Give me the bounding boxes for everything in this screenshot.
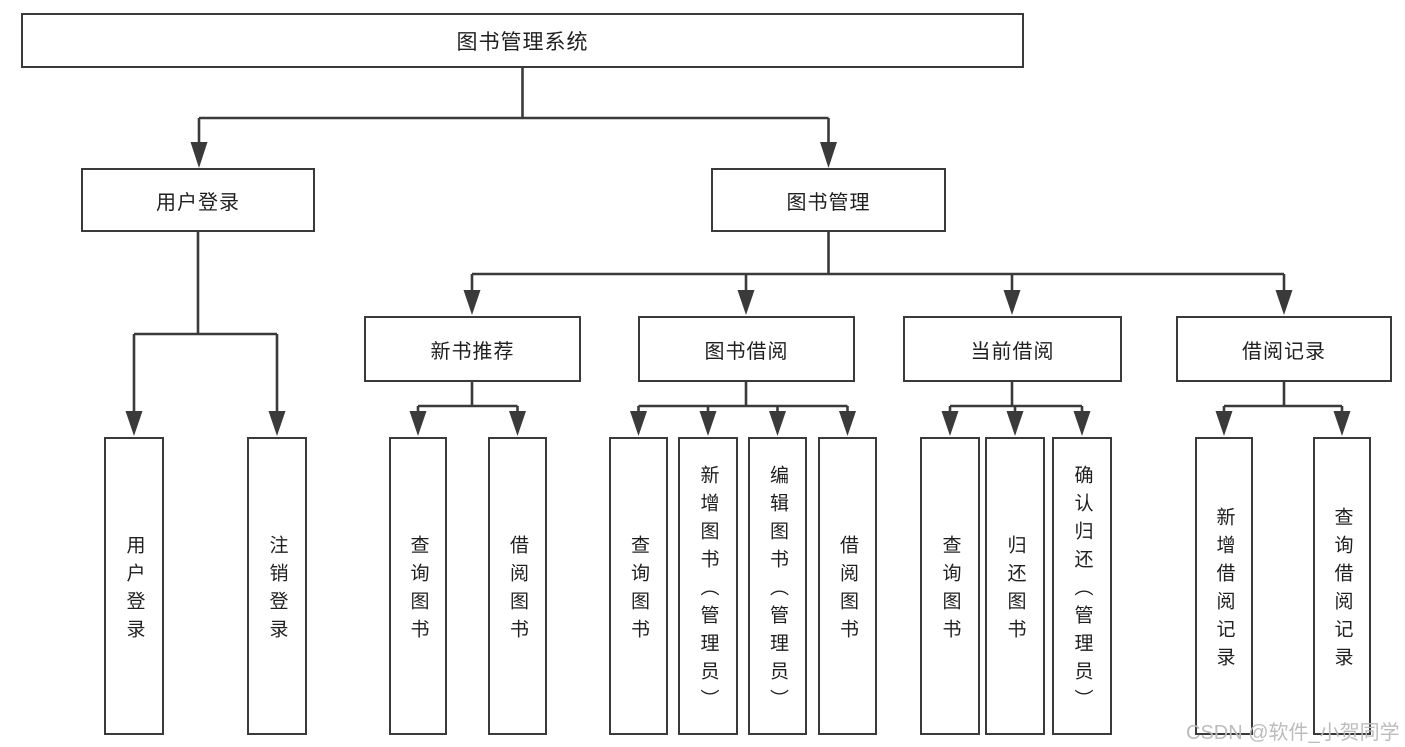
leaf-user-login: 用户登录: [104, 437, 164, 735]
node-label: 编辑图书（管理员）: [767, 464, 788, 717]
node-label: 图书管理系统: [456, 30, 589, 54]
arrowhead: [941, 411, 959, 436]
node-label: 查询图书: [939, 534, 961, 647]
node-label: 确认归还（管理员）: [1071, 464, 1093, 717]
node-borrowing-records: 借阅记录: [1176, 316, 1392, 382]
arrowhead: [268, 411, 286, 436]
node-label: 用户登录: [156, 191, 240, 214]
node-label: 图书管理: [786, 191, 871, 214]
node-book-management: 图书管理: [711, 168, 946, 232]
arrowhead: [1333, 411, 1351, 436]
arrowhead: [409, 411, 427, 436]
leaf-logout: 注销登录: [247, 437, 307, 735]
arrowhead: [1073, 411, 1091, 436]
node-book-borrowing: 图书借阅: [638, 316, 855, 382]
node-current-borrowing: 当前借阅: [903, 316, 1122, 382]
node-label: 图书借阅: [704, 340, 789, 363]
leaf-confirm-return-admin: 确认归还（管理员）: [1052, 437, 1112, 735]
arrowhead: [839, 411, 856, 436]
arrowhead: [190, 142, 208, 168]
node-library-management-system: 图书管理系统: [21, 13, 1024, 68]
arrowhead: [699, 411, 717, 436]
leaf-borrow-books: 借阅图书: [818, 437, 877, 735]
arrowhead: [125, 411, 143, 436]
arrowhead: [1215, 411, 1233, 436]
arrowhead: [1006, 411, 1024, 436]
leaf-add-borrow-record: 新增借阅记录: [1195, 437, 1253, 735]
node-label: 新增借阅记录: [1213, 506, 1235, 675]
node-label: 借阅记录: [1242, 340, 1326, 363]
arrowhead: [820, 142, 837, 168]
leaf-borrow-books: 借阅图书: [488, 437, 547, 735]
node-label: 查询借阅记录: [1331, 506, 1353, 675]
arrowhead: [509, 411, 526, 436]
leaf-query-books: 查询图书: [389, 437, 447, 735]
node-label: 查询图书: [407, 534, 429, 647]
node-label: 当前借阅: [970, 340, 1055, 363]
node-label: 新书推荐: [430, 340, 515, 363]
node-user-login: 用户登录: [81, 168, 315, 232]
csdn-watermark: CSDN @软件_小贺同学: [1186, 722, 1400, 744]
leaf-edit-books-admin: 编辑图书（管理员）: [748, 437, 807, 735]
node-label: 借阅图书: [837, 534, 858, 647]
leaf-query-books: 查询图书: [920, 437, 980, 735]
arrowhead: [463, 290, 481, 315]
node-label: 归还图书: [1004, 534, 1026, 647]
arrowhead: [1003, 290, 1021, 315]
arrowhead: [630, 411, 647, 436]
node-label: 用户登录: [123, 534, 145, 647]
leaf-add-books-admin: 新增图书（管理员）: [678, 437, 738, 735]
node-label: 借阅图书: [507, 534, 528, 647]
node-label: 新增图书（管理员）: [697, 464, 719, 717]
leaf-return-books: 归还图书: [985, 437, 1045, 735]
arrowhead: [769, 411, 786, 436]
leaf-query-books: 查询图书: [609, 437, 668, 735]
node-label: 注销登录: [266, 534, 288, 647]
arrowhead: [1275, 290, 1293, 315]
arrowhead: [737, 290, 755, 315]
node-new-book-recommendation: 新书推荐: [364, 316, 581, 382]
node-label: 查询图书: [628, 534, 649, 647]
leaf-query-borrow-record: 查询借阅记录: [1313, 437, 1371, 735]
